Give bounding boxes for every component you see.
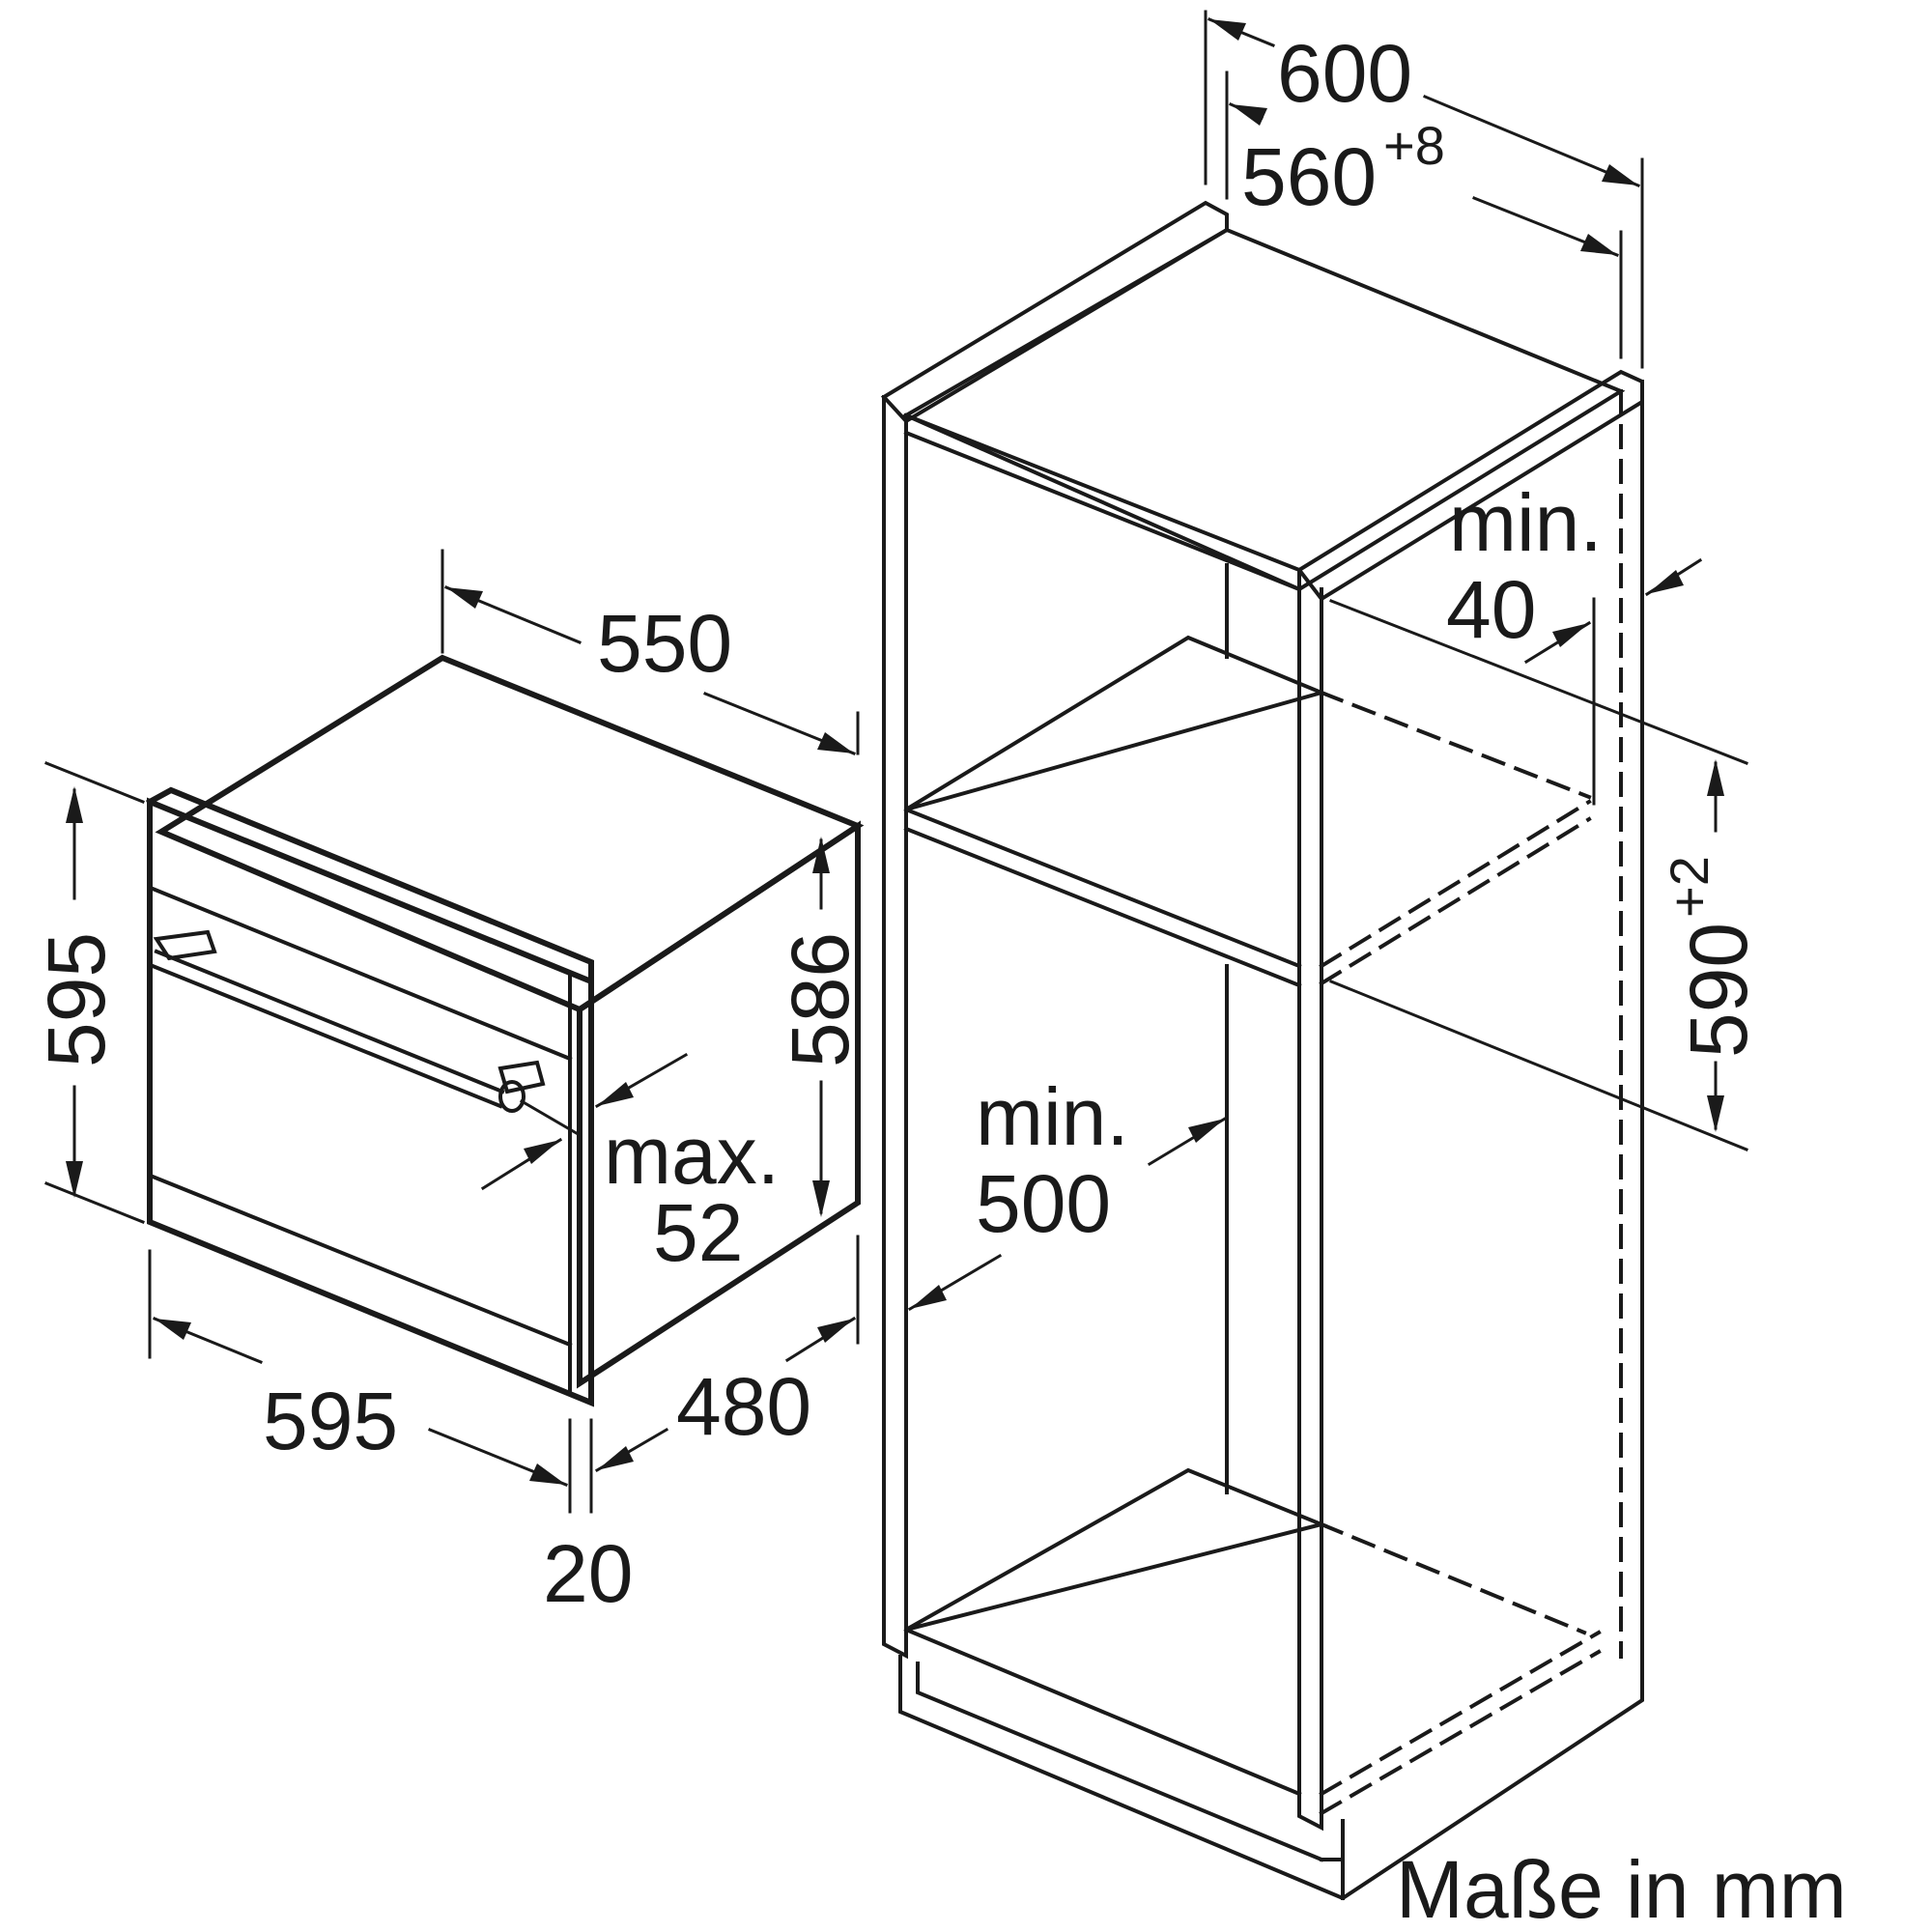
arrow-52-lower	[524, 1140, 560, 1164]
arrow-600-left	[1209, 19, 1246, 41]
arrow-52-upper	[597, 1082, 634, 1106]
dim-600-b	[1423, 95, 1640, 187]
label-niche-width-tolerance: +8	[1383, 115, 1445, 176]
arrow-550-right	[817, 732, 854, 753]
label-niche-height-590: 590	[1673, 923, 1764, 1058]
dimension-labels: 550 595 586 max. 52 595 480 20 600 560 +…	[31, 28, 1847, 1932]
handle-left-mount	[153, 929, 217, 961]
oven-side-face	[577, 820, 861, 1389]
oven-drawing	[145, 654, 865, 1407]
oven-top-face	[155, 654, 865, 1013]
cabinet-top-front-edge-2	[903, 430, 1302, 592]
cabinet-floor-hidden-side-2	[1319, 1649, 1602, 1816]
cabinet-shelf-front-edge-2	[903, 826, 1302, 988]
cabinet-drawing	[880, 200, 1644, 1901]
cabinet-left-post	[882, 395, 908, 1660]
handle-bar-top	[154, 949, 505, 1094]
cabinet-shelf-top	[904, 635, 1328, 811]
label-max-value-52: 52	[653, 1187, 743, 1278]
cabinet-shelf-hidden-side-2	[1319, 816, 1592, 986]
cabinet-floor-hidden-side	[1319, 1630, 1602, 1797]
arrow-595h-top	[66, 786, 83, 823]
arrow-40-left	[1552, 623, 1589, 647]
handle-bar-bottom	[150, 963, 503, 1109]
label-niche-width-560: 560	[1241, 131, 1377, 222]
ext-595h-bottom	[44, 1181, 145, 1224]
arrow-586-bottom	[812, 1180, 830, 1217]
label-niche-height-tolerance: +2	[1659, 856, 1719, 918]
arrow-595w-right	[529, 1463, 566, 1485]
label-niche-height-group: 590 +2	[1659, 856, 1764, 1058]
cabinet-shelf-front-edge	[903, 807, 1302, 969]
label-cabinet-width-600: 600	[1277, 28, 1412, 119]
arrow-590-bottom	[1707, 1095, 1724, 1132]
cabinet-floor-top	[905, 1467, 1328, 1632]
units-note: Maße in mm	[1396, 1844, 1847, 1932]
cabinet-plinth-inner	[916, 1662, 1324, 1862]
label-max: max.	[604, 1110, 780, 1201]
arrow-560-left	[1231, 104, 1267, 126]
label-min-gap-40: 40	[1446, 564, 1536, 655]
arrow-560-right	[1580, 234, 1617, 255]
arrow-480-left	[597, 1446, 634, 1470]
handle-right-end	[498, 1080, 526, 1113]
ext-595h-top	[44, 761, 145, 804]
label-min-gap: min.	[1449, 477, 1603, 568]
label-oven-width-595: 595	[263, 1376, 398, 1466]
label-oven-depth-480: 480	[676, 1361, 811, 1452]
label-min-depth-500: 500	[976, 1158, 1111, 1249]
cabinet-top-left-rim	[880, 200, 1229, 424]
cabinet-top-front-edge	[903, 412, 1302, 573]
dimension-lines	[44, 10, 1748, 1514]
ext-52	[519, 1098, 582, 1138]
oven-front-rim	[145, 786, 594, 984]
arrow-40-right	[1647, 570, 1684, 594]
label-inner-height-586: 586	[775, 932, 866, 1067]
arrow-500-right	[1188, 1119, 1225, 1143]
arrow-500-left	[910, 1285, 947, 1309]
arrow-600-right	[1602, 164, 1638, 185]
arrow-586-top	[812, 837, 830, 873]
label-oven-height-595: 595	[31, 932, 122, 1067]
label-front-thickness-20: 20	[543, 1528, 633, 1619]
oven-handle	[150, 929, 546, 1113]
label-min-depth: min.	[976, 1071, 1129, 1162]
arrow-550-left	[446, 587, 483, 609]
oven-control-strip	[150, 886, 573, 1062]
arrow-480-right	[817, 1319, 854, 1343]
ext-590-top	[1329, 599, 1748, 765]
cabinet-shelf-hidden-back	[1319, 690, 1592, 800]
ext-590-bottom	[1329, 980, 1748, 1151]
cabinet-floor-front-edge	[903, 1627, 1302, 1797]
cabinet-right-post	[1297, 568, 1323, 1832]
cabinet-floor-hidden-back	[1319, 1521, 1587, 1635]
arrow-595w-left	[155, 1319, 191, 1340]
oven-door-window-line	[150, 1174, 573, 1348]
arrow-595h-bottom	[66, 1161, 83, 1198]
cabinet-shelf-hidden-side	[1319, 799, 1592, 969]
arrow-590-top	[1707, 759, 1724, 796]
label-oven-depth-550: 550	[597, 598, 732, 689]
oven-front-panel	[147, 797, 594, 1407]
